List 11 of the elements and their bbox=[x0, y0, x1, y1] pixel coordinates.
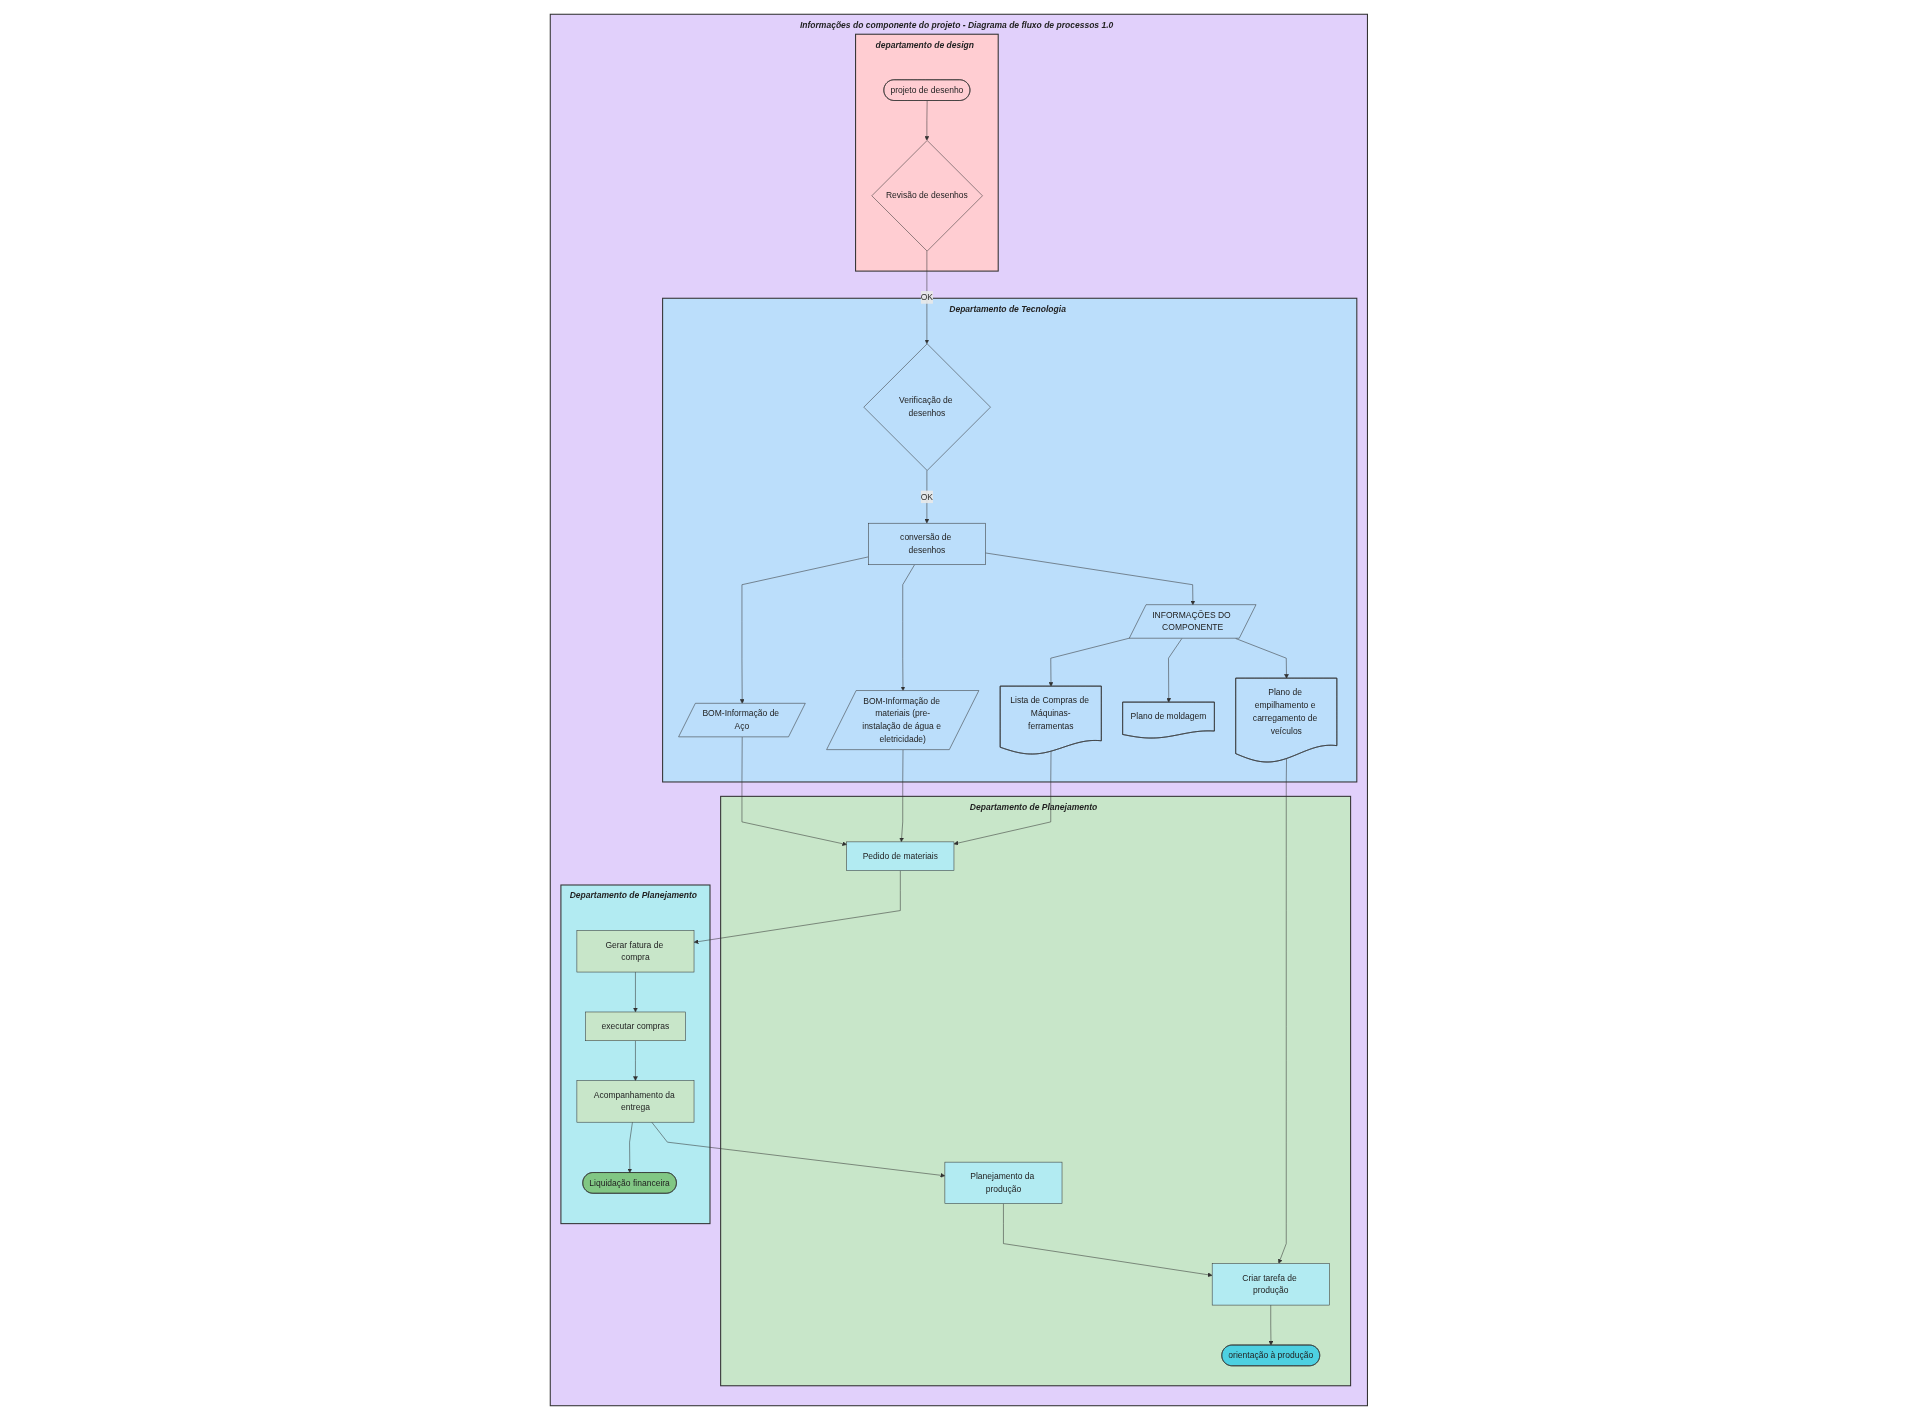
node-diamond: Verificação de desenhos bbox=[863, 343, 991, 471]
node-box: Criar tarefa de produção bbox=[1212, 1262, 1330, 1305]
node-box: executar compras bbox=[585, 1011, 686, 1041]
edge-label: OK bbox=[920, 292, 934, 302]
node-box: Gerar fatura de compra bbox=[576, 929, 695, 972]
node-box: conversão de desenhos bbox=[868, 522, 986, 565]
node-box: Planejamento da produção bbox=[944, 1161, 1063, 1204]
node-box: Acompanhamento da entrega bbox=[576, 1079, 695, 1122]
node-box: Pedido de materiais bbox=[846, 841, 955, 871]
node-diamond: Revisão de desenhos bbox=[871, 139, 983, 251]
edge-label: OK bbox=[920, 491, 934, 501]
